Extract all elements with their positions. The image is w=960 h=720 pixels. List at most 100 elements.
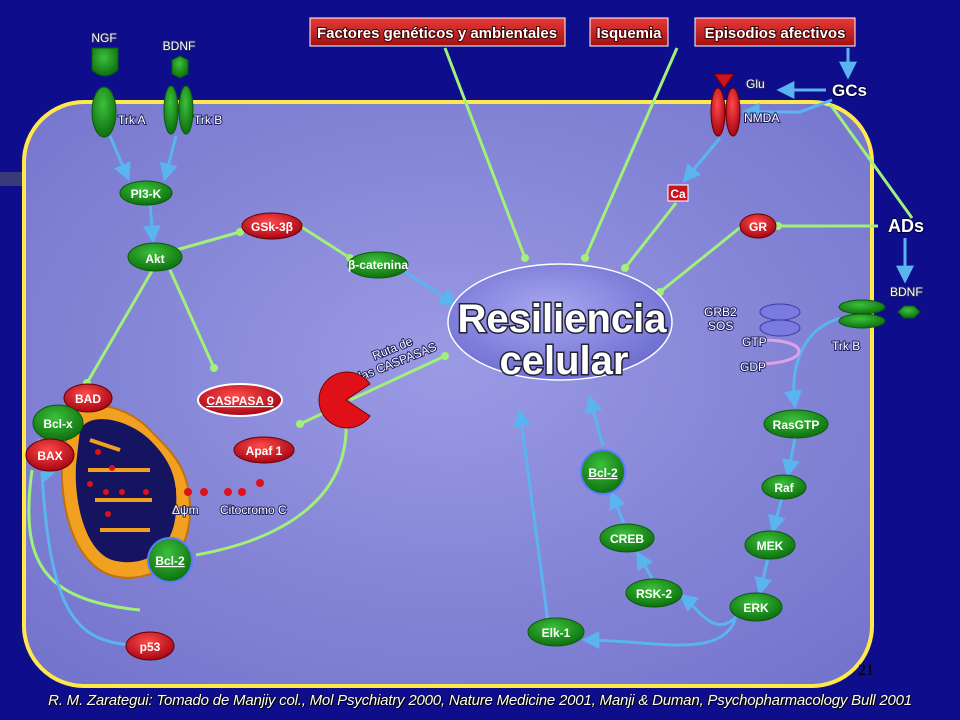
elk1-label: Elk-1 <box>542 626 571 640</box>
ads-label: ADs <box>888 216 924 236</box>
center-line2: celular <box>500 339 629 383</box>
rasgtp-label: RasGTP <box>773 418 820 432</box>
factor-affective-label: Episodios afectivos <box>705 25 846 42</box>
arrow-trka-to-pi3k <box>108 135 131 182</box>
elk1-node: Elk-1 <box>527 617 585 647</box>
grb2-sos-complex: GRB2 SOS GTP GDP <box>703 303 801 375</box>
raf-node: Raf <box>761 474 807 500</box>
factor-genetic-box: Factores genéticos y ambientales <box>309 17 566 47</box>
green-connectors <box>27 47 914 612</box>
arrow-nmda-to-ca <box>682 137 722 183</box>
erk-node: ERK <box>729 592 783 622</box>
bdnf-top-label: BDNF <box>163 39 196 53</box>
caspase-pacman-shape <box>318 371 371 429</box>
line-bax-to-bottom <box>27 469 141 612</box>
line-caspasas-to-center <box>349 354 446 402</box>
creb-node: CREB <box>599 523 655 553</box>
grb2-label: GRB2 <box>704 305 737 319</box>
caspasa9-node: CASPASA 9 <box>197 383 283 417</box>
gtp-label: GTP <box>742 335 767 349</box>
bcl2-mito-label: Bcl-2 <box>155 554 185 568</box>
akt-label: Akt <box>145 252 164 266</box>
arrow-trkb-to-rasgtp <box>784 316 841 409</box>
line-genetic-to-center <box>443 47 527 259</box>
citation-footer: R. M. Zarategui: Tomado de Manjiy col., … <box>48 692 912 709</box>
factor-ischemia-box: Isquemia <box>589 17 669 47</box>
arrow-pi3k-to-akt <box>142 203 161 244</box>
bcatenin-label: β-catenina <box>348 258 408 272</box>
arrow-erk-to-elk1 <box>581 619 737 650</box>
akt-node: Akt <box>127 242 183 272</box>
ca-box: Ca <box>667 184 689 202</box>
citocromo-label: Citocromo C <box>220 503 287 517</box>
factor-ischemia-label: Isquemia <box>596 25 662 42</box>
bax-label: BAX <box>37 449 62 463</box>
trka-label: Trk A <box>118 113 146 127</box>
arrow-trkb-to-pi3k <box>159 135 178 182</box>
apaf1-node: Apaf 1 <box>233 436 295 464</box>
factor-affective-box: Episodios afectivos <box>694 17 856 47</box>
resiliencia-celular: Resiliencia celular <box>447 263 673 385</box>
line-akt-to-caspasa9 <box>168 269 216 369</box>
apaf1-label: Apaf 1 <box>246 444 283 458</box>
line-akt-to-gsk3b <box>175 230 241 252</box>
trkb-top-label: Trk B <box>194 113 222 127</box>
left-band <box>0 172 22 186</box>
bdnf-right-ligand: BDNF <box>889 284 924 319</box>
ngf-ligand: NGF <box>90 30 119 77</box>
line-ischemia-to-center <box>583 47 679 259</box>
line-bax-p53 <box>40 471 131 647</box>
line-ca-to-center <box>623 202 678 269</box>
nmda-receptor: Glu NMDA <box>710 73 780 137</box>
arrow-bcatenin-to-center <box>404 270 459 306</box>
center-line1: Resiliencia <box>457 297 667 341</box>
glu-label: Glu <box>746 77 765 91</box>
blue-arrows <box>40 48 914 650</box>
bcl2-center-label: Bcl-2 <box>588 466 618 480</box>
arrow-p53-to-bax <box>40 463 58 484</box>
trkb-right-label: Trk B <box>832 339 860 353</box>
bdnf-top-ligand: BDNF <box>162 38 196 79</box>
rasgtp-node: RasGTP <box>763 409 829 439</box>
gdp-label: GDP <box>740 360 766 374</box>
trkb-top-receptor: Trk B <box>163 85 223 135</box>
gsk3b-node: GSk-3β <box>241 212 303 240</box>
caspasa9-label: CASPASA 9 <box>206 394 274 408</box>
gsk3b-label: GSk-3β <box>251 220 293 234</box>
factor-genetic-label: Factores genéticos y ambientales <box>317 25 557 42</box>
pi3k-label: PI3-K <box>131 187 162 201</box>
ca-label: Ca <box>670 187 686 201</box>
gcs-label: GCs <box>832 81 867 100</box>
pi3k-node: PI3-K <box>119 180 173 206</box>
rsk2-label: RSK-2 <box>636 587 672 601</box>
erk-label: ERK <box>743 601 769 615</box>
p53-label: p53 <box>140 640 161 654</box>
line-akt-to-bad <box>85 263 158 384</box>
gr-node: GR <box>739 213 777 239</box>
nmda-label: NMDA <box>744 111 779 125</box>
arrow-raf-to-mek <box>768 497 786 534</box>
trkb-right-receptor: Trk B <box>831 299 886 354</box>
arrow-bcl2-to-center <box>585 394 605 447</box>
bad-node: BAD <box>63 383 113 413</box>
line-bcl2-to-caspase <box>195 419 348 557</box>
arrow-rasgtp-to-raf <box>781 437 800 478</box>
arrow-elk1-to-center <box>512 408 550 623</box>
ngf-label: NGF <box>91 31 116 45</box>
rsk2-node: RSK-2 <box>625 578 683 608</box>
bcl2-center-node: Bcl-2 <box>580 449 626 495</box>
mitochondrion <box>60 404 192 579</box>
line-gr-to-center <box>659 224 743 294</box>
page-number: 21 <box>858 662 874 679</box>
trka-receptor: Trk A <box>91 86 147 138</box>
bcatenin-node: β-catenina <box>347 251 409 279</box>
arrow-gcs-to-nmda <box>741 98 833 121</box>
arrow-rsk2-to-creb <box>636 550 654 579</box>
bad-label: BAD <box>75 392 101 406</box>
bdnf-right-label: BDNF <box>890 285 923 299</box>
bax-node: BAX <box>25 438 75 472</box>
delta-psi-label: Δψm <box>172 503 199 517</box>
arrow-creb-to-bcl2 <box>608 490 626 525</box>
line-gsk3b-to-bcatenin <box>299 224 351 260</box>
